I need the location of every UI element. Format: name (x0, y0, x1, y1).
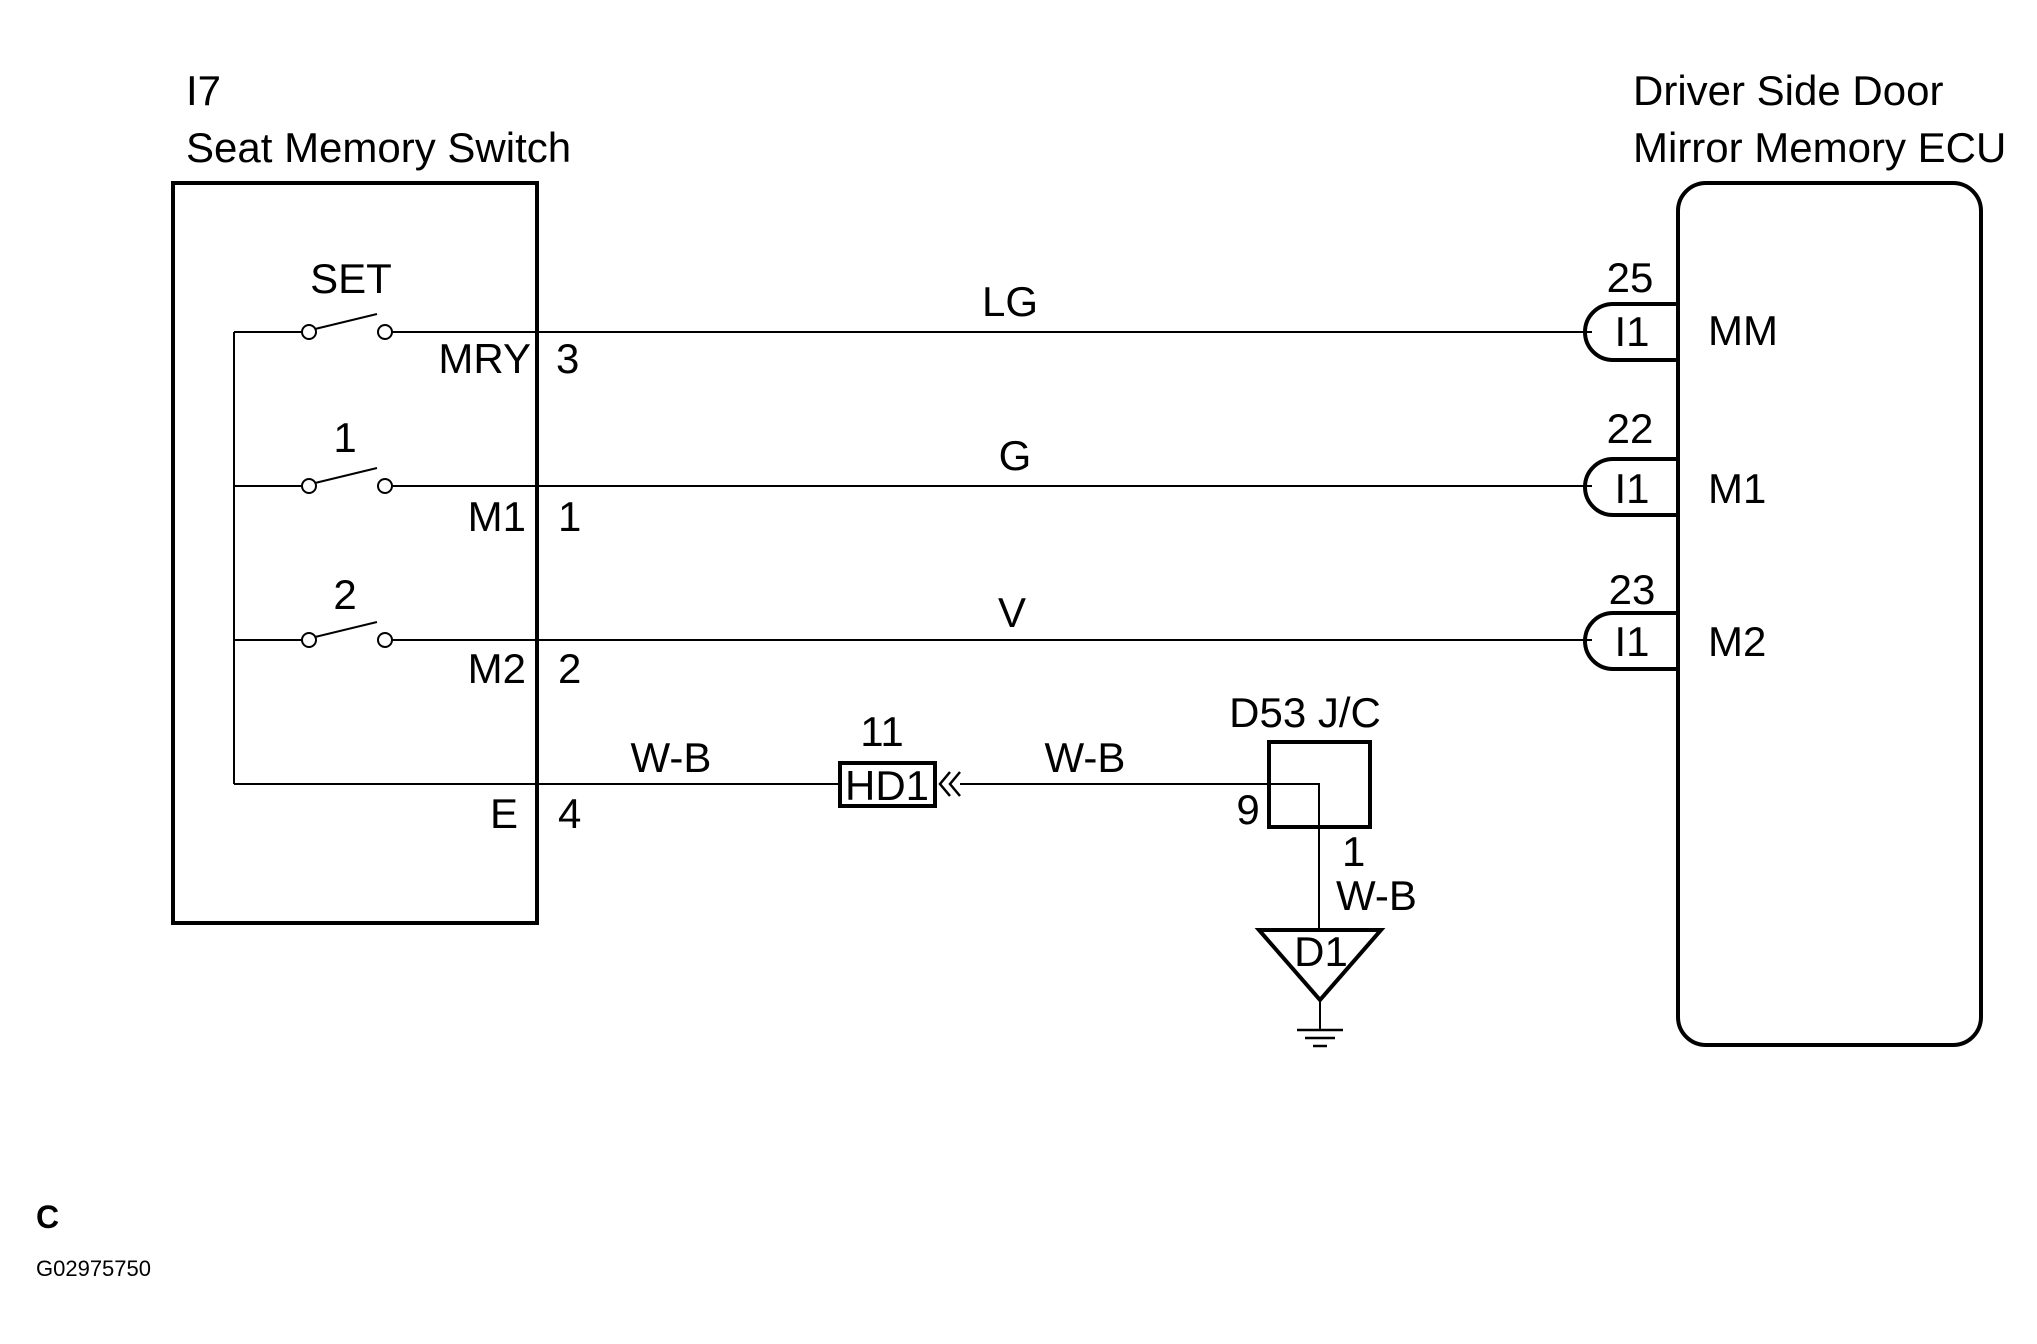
terminal-pin: 4 (558, 790, 581, 837)
switch-label: 1 (333, 414, 356, 461)
ecu-connector-id: I1 (1614, 618, 1649, 665)
connector-pin-icon (1583, 611, 1678, 671)
switch-contact-icon (377, 632, 393, 648)
figure-code: C (36, 1199, 59, 1235)
connector-hd1: HD1 11 (838, 708, 961, 809)
connector-pin-icon (1583, 457, 1678, 517)
ecu-connector-id: I1 (1614, 465, 1649, 512)
switch-label: SET (310, 255, 392, 302)
wire-mry: LG (537, 278, 1592, 333)
terminal-pin: 3 (556, 335, 579, 382)
junction-d53: D53 J/C 9 1 W-B (1229, 689, 1417, 930)
ground-point-name: D1 (1294, 928, 1348, 975)
switch-set: SET MRY 3 (234, 255, 579, 382)
switch-contact-icon (301, 632, 317, 648)
junction-in-pin: 9 (1236, 786, 1259, 833)
junction-out-pin: 1 (1342, 828, 1365, 875)
wire-ground: W-B HD1 11 W-B D53 J/C 9 1 W-B D1 (537, 689, 1417, 1048)
switch-contact-icon (377, 478, 393, 494)
wire-color-label: LG (982, 278, 1038, 325)
switch-contact-icon (301, 478, 317, 494)
terminal-name: M1 (468, 493, 526, 540)
ecu-terminal-name: M1 (1708, 465, 1766, 512)
wire-color-label: W-B (1336, 872, 1417, 919)
connector-name: HD1 (845, 762, 929, 809)
ecu-pin: 23 (1609, 566, 1656, 613)
switch-2: 2 M2 2 (234, 571, 581, 692)
junction-name: D53 J/C (1229, 689, 1381, 736)
ecu-terminal-name: MM (1708, 307, 1778, 354)
terminal-pin: 2 (558, 645, 581, 692)
terminal-name: E (490, 790, 518, 837)
terminal-pin: 1 (558, 493, 581, 540)
switch-contact-icon (377, 324, 393, 340)
switch-module-name: Seat Memory Switch (186, 124, 571, 171)
ground-symbol-icon (1297, 1028, 1343, 1048)
mirror-memory-ecu: Driver Side Door Mirror Memory ECU I1 25… (1583, 67, 2006, 1047)
terminal-name: M2 (468, 645, 526, 692)
wire-color-label: W-B (1045, 734, 1126, 781)
ecu-name-line2: Mirror Memory ECU (1633, 124, 2006, 171)
connector-pin-icon (1583, 302, 1678, 362)
seat-memory-switch: I7 Seat Memory Switch SET MRY 3 1 M1 1 (171, 67, 581, 925)
ecu-connector-id: I1 (1614, 308, 1649, 355)
switch-connector-id: I7 (186, 67, 221, 114)
ecu-pin: 25 (1607, 254, 1654, 301)
ecu-pin: 22 (1607, 405, 1654, 452)
ground-point-d1: D1 (1254, 928, 1386, 1048)
wire-color-label: V (998, 589, 1026, 636)
figure-id: G02975750 (36, 1256, 151, 1281)
switch-1: 1 M1 1 (234, 414, 581, 540)
wire-m1: G (537, 432, 1592, 487)
switch-contact-icon (301, 324, 317, 340)
switch-label: 2 (333, 571, 356, 618)
ecu-terminal-m2: I1 23 M2 (1583, 566, 1766, 671)
switch-module-box (171, 181, 539, 925)
wire-m2: V (537, 589, 1592, 641)
ecu-terminal-name: M2 (1708, 618, 1766, 665)
wire-color-label: W-B (631, 734, 712, 781)
ecu-terminal-m1: I1 22 M1 (1583, 405, 1766, 517)
ecu-terminal-mm: I1 25 MM (1583, 254, 1778, 362)
connector-pin: 11 (860, 708, 904, 755)
wire-color-label: G (999, 432, 1032, 479)
ecu-name-line1: Driver Side Door (1633, 67, 1943, 114)
switch-ground-terminal: E 4 (234, 783, 581, 837)
terminal-name: MRY (438, 335, 531, 382)
connector-arrow-icon (938, 771, 961, 797)
